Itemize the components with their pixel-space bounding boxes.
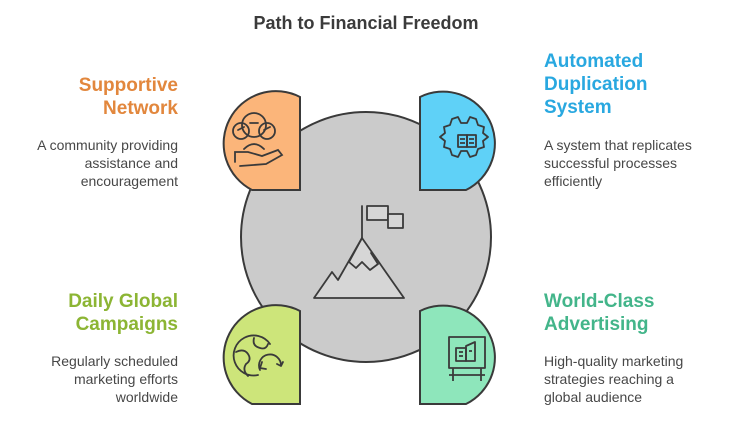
desc-world-class-advertising: High-quality marketing strategies reachi…	[544, 353, 684, 405]
gear-book-icon	[439, 116, 489, 158]
desc-daily-global-campaigns: Regularly scheduled marketing efforts wo…	[51, 353, 178, 405]
diagram-title: Path to Financial Freedom	[253, 13, 479, 33]
desc-automated-duplication: A system that replicates successful proc…	[544, 137, 692, 189]
pill-daily-global-campaigns	[222, 304, 301, 405]
heading-supportive-network: Supportive Network	[78, 75, 178, 119]
pill-world-class-advertising	[419, 304, 496, 405]
pill-supportive-network	[222, 90, 301, 191]
billboard-icon	[448, 336, 486, 381]
desc-supportive-network: A community providing assistance and enc…	[37, 137, 178, 189]
mountain-flag-icon	[313, 205, 405, 299]
community-icon	[232, 112, 284, 167]
heading-world-class-advertising: World-Class Advertising	[544, 291, 655, 335]
heading-daily-global-campaigns: Daily Global Campaigns	[68, 291, 178, 335]
heading-automated-duplication: Automated Duplication System	[544, 51, 648, 118]
globe-refresh-icon	[232, 334, 284, 377]
